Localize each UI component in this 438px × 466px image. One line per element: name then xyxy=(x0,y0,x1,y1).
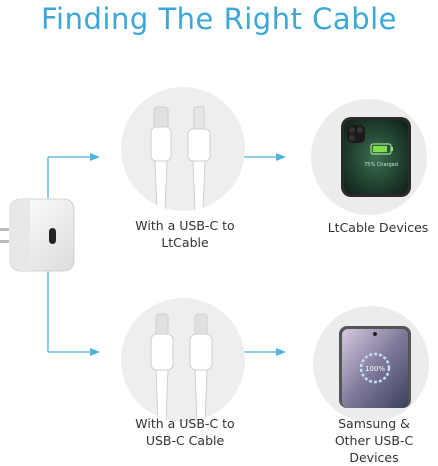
usb-c-cable-image xyxy=(121,298,245,422)
arrow-head-bottom-left xyxy=(90,348,100,356)
arrow-head-top-left xyxy=(90,153,100,161)
page-title: Finding The Right Cable xyxy=(40,2,398,36)
iphone-screen-text: 75% Charged xyxy=(364,162,398,168)
arrow-head-top-right xyxy=(276,153,286,161)
samsung-phone-image: 100% xyxy=(313,306,429,422)
usb-c-to-lightning-label: With a USB-C to LtCable xyxy=(135,218,235,250)
lightning-cable-image xyxy=(121,87,245,211)
charger-image xyxy=(0,198,75,272)
arrow-head-bottom-right xyxy=(276,348,286,356)
samsung-screen-text: 100% xyxy=(365,365,385,373)
lightning-devices-label: LtCable Devices xyxy=(327,220,429,235)
usb-c-devices-label: Samsung & Other USB-C Devices xyxy=(334,416,414,465)
usb-c-to-usb-c-label: With a USB-C to USB-C Cable xyxy=(135,416,235,448)
iphone-image: 75% Charged xyxy=(311,99,427,215)
